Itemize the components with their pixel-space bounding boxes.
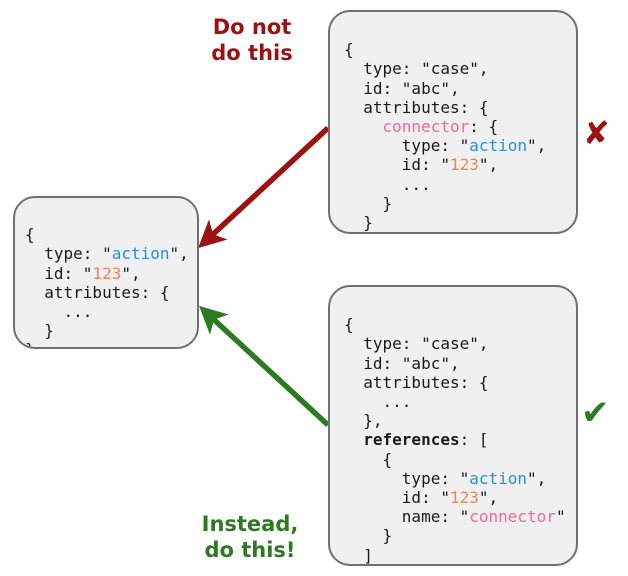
check-mark-icon: ✔ xyxy=(581,393,610,433)
do-not-do-this-label: Do not do this xyxy=(211,15,293,65)
nested-reference-arrow xyxy=(198,125,330,249)
action-object-box: { type: "action", id: "123", attributes:… xyxy=(13,196,199,349)
good-example-box: { type: "case", id: "abc", attributes: {… xyxy=(328,285,578,566)
action-object-code: { type: "action", id: "123", attributes:… xyxy=(25,225,189,347)
bad-example-box: { type: "case", id: "abc", attributes: {… xyxy=(328,10,578,234)
bad-example-code: { type: "case", id: "abc", attributes: {… xyxy=(344,40,547,233)
instead-do-this-label: Instead, do this! xyxy=(201,512,299,562)
cross-mark-icon: ✘ xyxy=(583,114,610,152)
references-array-arrow xyxy=(199,305,330,428)
good-example-code: { type: "case", id: "abc", attributes: {… xyxy=(344,315,566,565)
